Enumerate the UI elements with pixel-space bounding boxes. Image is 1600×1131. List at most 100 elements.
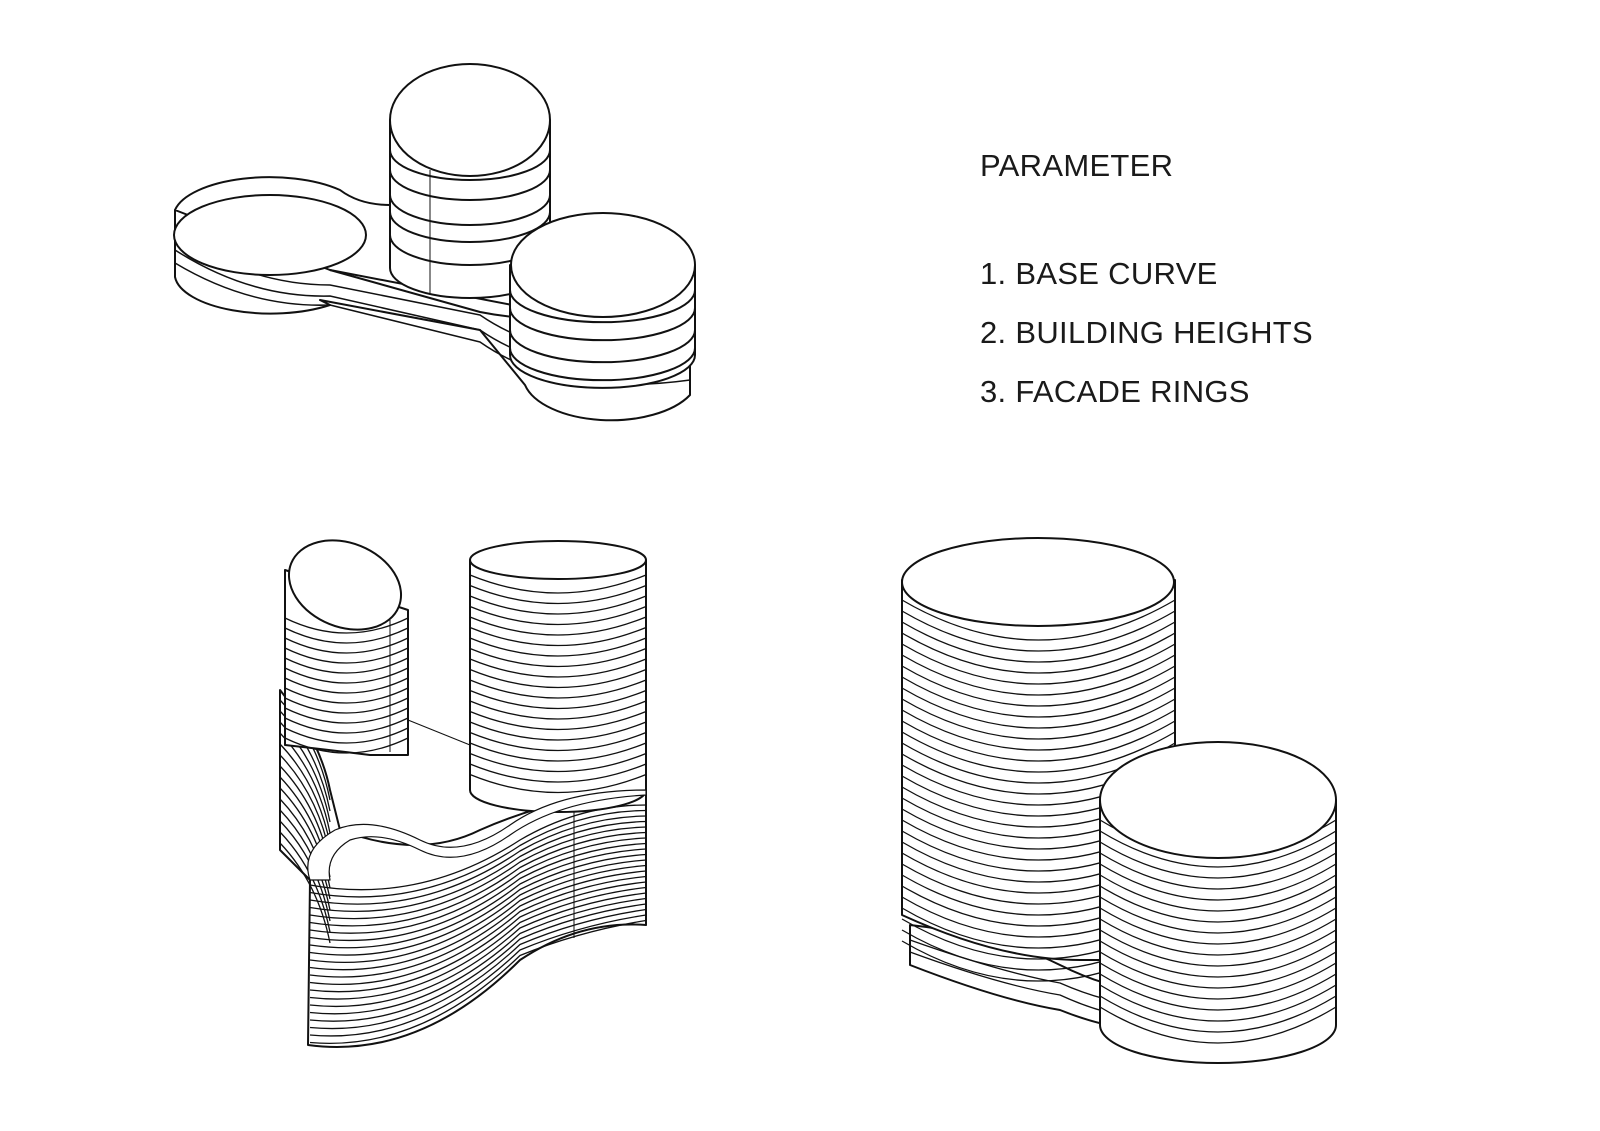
legend-item-base-curve: 1. BASE CURVE: [980, 256, 1218, 291]
facade-ring: [309, 815, 647, 905]
facade-ring: [1099, 962, 1337, 1000]
facade-ring: [309, 914, 647, 1037]
facade-ring: [901, 599, 1176, 641]
facade-ring: [309, 892, 647, 1008]
facade-ring: [309, 809, 647, 898]
facade-ring: [1099, 830, 1337, 868]
facade-ring: [1099, 841, 1337, 879]
facade-ring: [1099, 973, 1337, 1011]
facade-ring: [309, 842, 647, 942]
facade-ring: [901, 665, 1176, 707]
facade-ring: [469, 637, 647, 657]
facade-ring: [284, 627, 409, 644]
facade-ring: [901, 676, 1176, 718]
facade-ring: [284, 677, 409, 694]
tall-elliptic-tower: [901, 537, 1176, 982]
facade-ring: [901, 687, 1176, 729]
facade-ring: [1099, 1006, 1337, 1044]
base-curve-model: [173, 63, 696, 422]
facade-ring: [469, 773, 647, 794]
facade-ring: [284, 697, 409, 714]
facade-ring: [309, 908, 647, 1030]
facade-ring: [1099, 951, 1337, 989]
building-heights-model: [901, 537, 1337, 1064]
facade-ring: [469, 763, 647, 783]
facade-ring: [1099, 863, 1337, 901]
facade-ring: [309, 831, 647, 927]
facade-ring: [901, 643, 1176, 685]
facade-ring: [901, 731, 1176, 773]
facade-ring: [1099, 940, 1337, 978]
facade-ring: [1099, 995, 1337, 1033]
base-top-surface: [307, 789, 647, 881]
facade-ring: [309, 826, 647, 920]
facade-ring: [469, 679, 647, 699]
facade-ring: [284, 637, 409, 654]
facade-ring: [1099, 929, 1337, 967]
facade-ring: [279, 743, 331, 845]
facade-ring: [284, 727, 409, 744]
tall-tower: [469, 540, 647, 813]
facade-ring: [901, 654, 1176, 696]
legend-item-building-heights: 2. BUILDING HEIGHTS: [980, 315, 1313, 350]
facade-ring: [469, 752, 647, 773]
facade-ring: [1099, 885, 1337, 923]
legend-title: PARAMETER: [980, 148, 1174, 183]
facade-ring: [284, 707, 409, 724]
facade-ring: [901, 610, 1176, 652]
facade-ring: [279, 798, 331, 900]
facade-ring: [1099, 896, 1337, 934]
facade-ring: [469, 605, 647, 626]
facade-ring: [1099, 907, 1337, 945]
facade-ring: [469, 647, 647, 668]
facade-ring: [284, 717, 409, 734]
tower-right: [509, 212, 696, 389]
facade-ring: [284, 667, 409, 684]
facade-ring: [469, 742, 647, 762]
facade-ring: [469, 721, 647, 741]
facade-ring: [469, 616, 647, 636]
facade-ring: [284, 737, 409, 754]
legend-item-facade-rings: 3. FACADE RINGS: [980, 374, 1250, 409]
facade-rings-model: [279, 539, 647, 1048]
facade-ring: [284, 647, 409, 664]
parameter-legend: PARAMETER 1. BASE CURVE 2. BUILDING HEIG…: [980, 148, 1313, 433]
facade-ring: [309, 875, 647, 985]
facade-ring: [469, 689, 647, 710]
facade-ring: [469, 658, 647, 678]
facade-ring: [284, 687, 409, 704]
facade-ring: [1099, 874, 1337, 912]
facade-ring: [469, 710, 647, 731]
facade-ring: [284, 657, 409, 674]
slim-tower: [284, 539, 409, 756]
facade-ring: [469, 584, 647, 605]
facade-ring: [1099, 984, 1337, 1022]
legend-list: 1. BASE CURVE 2. BUILDING HEIGHTS 3. FAC…: [980, 256, 1313, 410]
facade-ring: [469, 700, 647, 720]
facade-ring: [1099, 852, 1337, 890]
facade-ring: [469, 668, 647, 689]
facade-ring: [901, 698, 1176, 740]
facade-ring: [469, 574, 647, 594]
facade-ring: [469, 626, 647, 647]
facade-ring: [309, 903, 647, 1022]
facade-ring: [309, 897, 647, 1015]
facade-ring: [309, 859, 647, 963]
facade-ring: [309, 848, 647, 949]
facade-ring: [309, 870, 647, 978]
facade-ring: [284, 617, 409, 634]
facade-ring: [901, 709, 1176, 751]
facade-ring: [469, 595, 647, 615]
facade-ring: [901, 720, 1176, 762]
facade-ring: [469, 731, 647, 752]
facade-ring: [309, 820, 647, 912]
facade-ring: [309, 886, 647, 1000]
facade-ring: [901, 632, 1176, 674]
facade-ring: [279, 842, 331, 944]
facade-ring: [901, 621, 1176, 663]
facade-ring: [309, 837, 647, 934]
short-tower: [1099, 741, 1337, 1064]
facade-ring: [309, 864, 647, 971]
